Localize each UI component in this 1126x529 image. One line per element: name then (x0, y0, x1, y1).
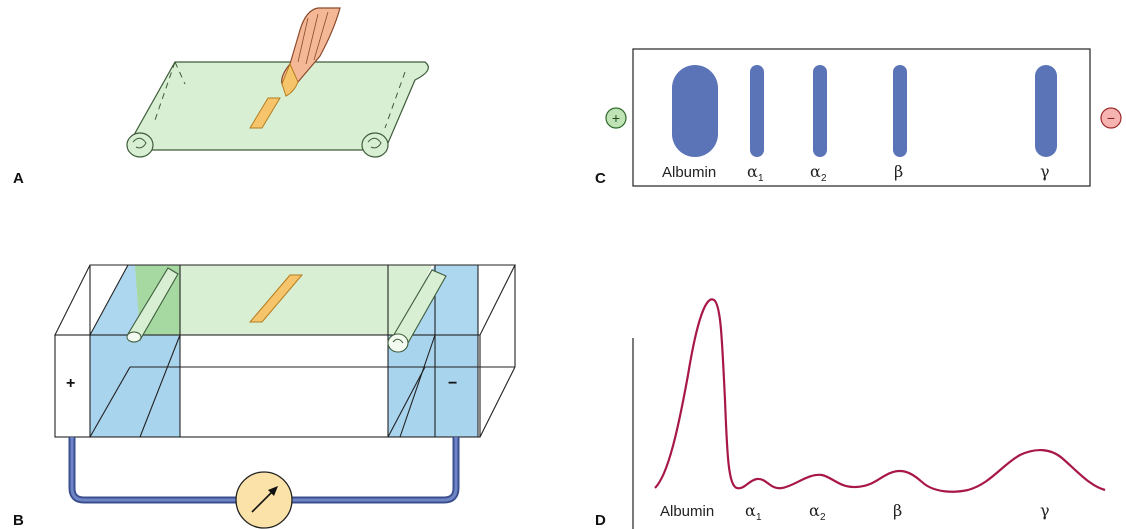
tank-sample-band (248, 274, 304, 323)
band-gamma (1035, 65, 1057, 157)
paper-roll-left (126, 132, 154, 158)
tank-paper (135, 265, 432, 335)
panel-d: Albumin α 1 α 2 β γ D (595, 298, 1106, 529)
anode-sign: + (612, 110, 620, 126)
panel-label-b: B (13, 512, 24, 529)
band-label-alpha1: α (747, 162, 758, 181)
electrode-anode: + (605, 107, 627, 129)
sample-band (249, 97, 281, 129)
band-alpha1 (750, 65, 764, 157)
band-albumin (672, 65, 718, 157)
panel-c: + − Albumin α 1 α 2 β γ C (595, 48, 1122, 187)
tank-roll-right (387, 269, 447, 353)
tank-roll-left (126, 267, 179, 343)
peak-label-gamma: γ (1040, 501, 1050, 520)
band-label-gamma: γ (1040, 162, 1050, 181)
buffer-right-front (388, 335, 478, 437)
panel-label-d: D (595, 512, 606, 529)
peak-label-alpha1-sub: 1 (756, 512, 762, 523)
band-label-alpha1-sub: 1 (758, 173, 764, 184)
peak-label-beta: β (893, 501, 902, 520)
peak-label-albumin: Albumin (660, 503, 714, 520)
paper-roll-right (361, 132, 389, 158)
electrode-cathode: − (1100, 107, 1122, 129)
cathode-sign: − (1107, 110, 1115, 126)
buffer-left-front (90, 335, 180, 437)
band-alpha2 (813, 65, 827, 157)
panel-a: A (13, 7, 429, 187)
peak-label-alpha2-sub: 2 (820, 512, 826, 523)
panel-label-c: C (595, 170, 606, 187)
paper-strip (129, 61, 429, 151)
tank-plus-sign: + (66, 375, 75, 392)
peak-label-alpha2: α (809, 501, 820, 520)
panel-b: + − B (13, 264, 516, 529)
densitometry-curve (654, 298, 1106, 493)
power-supply-meter-icon (235, 471, 293, 529)
tank-minus-sign: − (448, 375, 457, 392)
band-label-alpha2-sub: 2 (821, 173, 827, 184)
panel-label-a: A (13, 170, 24, 187)
band-beta (893, 65, 907, 157)
band-label-albumin: Albumin (662, 164, 716, 181)
peak-label-alpha1: α (745, 501, 756, 520)
pipette-icon (281, 7, 341, 97)
band-label-alpha2: α (810, 162, 821, 181)
band-label-beta: β (894, 162, 903, 181)
